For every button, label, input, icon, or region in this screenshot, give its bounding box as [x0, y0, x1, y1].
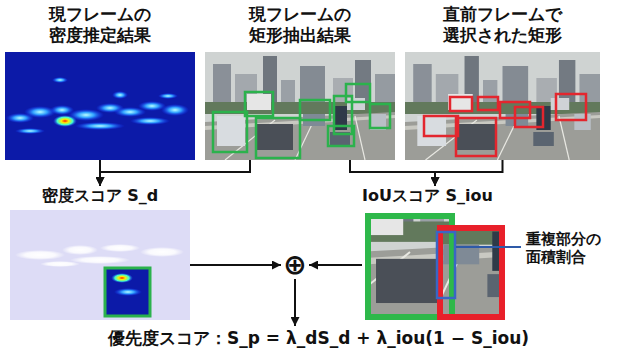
heatmap-ground: [5, 52, 195, 160]
selected-box: [556, 94, 586, 120]
leader-line: [456, 246, 521, 248]
sum-operator: ⊕: [281, 251, 309, 279]
operator-symbol: ⊕: [281, 251, 309, 279]
image-panel: 現フレームの 密度推定結果: [5, 4, 195, 160]
selected-box: [424, 116, 458, 136]
flow-arrow: [350, 160, 435, 186]
flow-arrow: [100, 160, 250, 186]
previous-frame-photo: [405, 52, 600, 160]
current-frame-photo: [205, 52, 395, 160]
street-photo: [405, 52, 600, 160]
image-panel: 現フレームの 矩形抽出結果: [205, 4, 395, 160]
formula-box: 優先度スコア：S_p = λ_dS_d + λ_iou(1 − S_iou): [108, 326, 534, 349]
density-heatmap: [5, 52, 195, 160]
panel-heading: IoUスコア S_iou: [362, 186, 508, 206]
flow-arrow: [190, 264, 281, 266]
image-panel: 直前フレームで 選択された矩形: [405, 4, 600, 160]
score-ground: [10, 210, 190, 320]
score-blob: [140, 247, 184, 257]
selected-box: [456, 118, 496, 156]
detection-box: [245, 92, 273, 116]
heat-blob: [158, 93, 178, 99]
score-blob: [40, 261, 80, 267]
detection-box: [328, 126, 354, 146]
red-box: [440, 228, 502, 317]
panel-heading: 現フレームの 矩形抽出結果: [205, 4, 395, 45]
flow-arrow: [435, 160, 503, 186]
green-crop: [291, 137, 614, 320]
heat-hotspot: [53, 115, 77, 127]
density-score-map: [10, 210, 190, 320]
green-boxes: [213, 84, 390, 158]
heat-blob: [130, 117, 170, 125]
panel-heading: 密度スコア S_d: [10, 186, 190, 206]
selected-box: [478, 97, 498, 110]
flow-arrow: [294, 279, 296, 326]
selected-box: [515, 107, 543, 127]
detection-box: [256, 118, 300, 158]
heat-blob: [161, 104, 189, 116]
score-box: [105, 268, 150, 316]
detection-box: [346, 84, 370, 102]
score-blob: [100, 244, 140, 252]
heat-blob: [112, 91, 128, 99]
score-panel: IoUスコア S_iou: [362, 186, 508, 320]
heat-blob: [75, 122, 125, 130]
score-panel: 密度スコア S_d: [10, 186, 190, 320]
overlap-box: [437, 232, 455, 298]
score-blob: [15, 250, 65, 260]
score-blob: [62, 245, 98, 255]
iou-illustration: [283, 137, 614, 320]
heat-blob: [52, 77, 68, 83]
callout-label: 重複部分の 面積割合: [526, 230, 626, 267]
red-boxes: [424, 94, 586, 156]
detection-box: [300, 100, 330, 120]
detection-box: [370, 104, 390, 128]
heat-hotspot: [111, 273, 133, 283]
panel-heading: 直前フレームで 選択された矩形: [405, 4, 600, 45]
detection-box: [213, 112, 247, 152]
panel-heading: 現フレームの 密度推定結果: [5, 4, 195, 45]
score-blob: [70, 256, 130, 264]
street-photo: [205, 52, 395, 160]
selected-box: [450, 97, 472, 111]
formula-text: 優先度スコア：S_p = λ_dS_d + λ_iou(1 − S_iou): [108, 328, 534, 349]
heat-blob: [15, 128, 45, 134]
flow-arrow: [309, 264, 362, 266]
heat-blob: [114, 288, 142, 296]
